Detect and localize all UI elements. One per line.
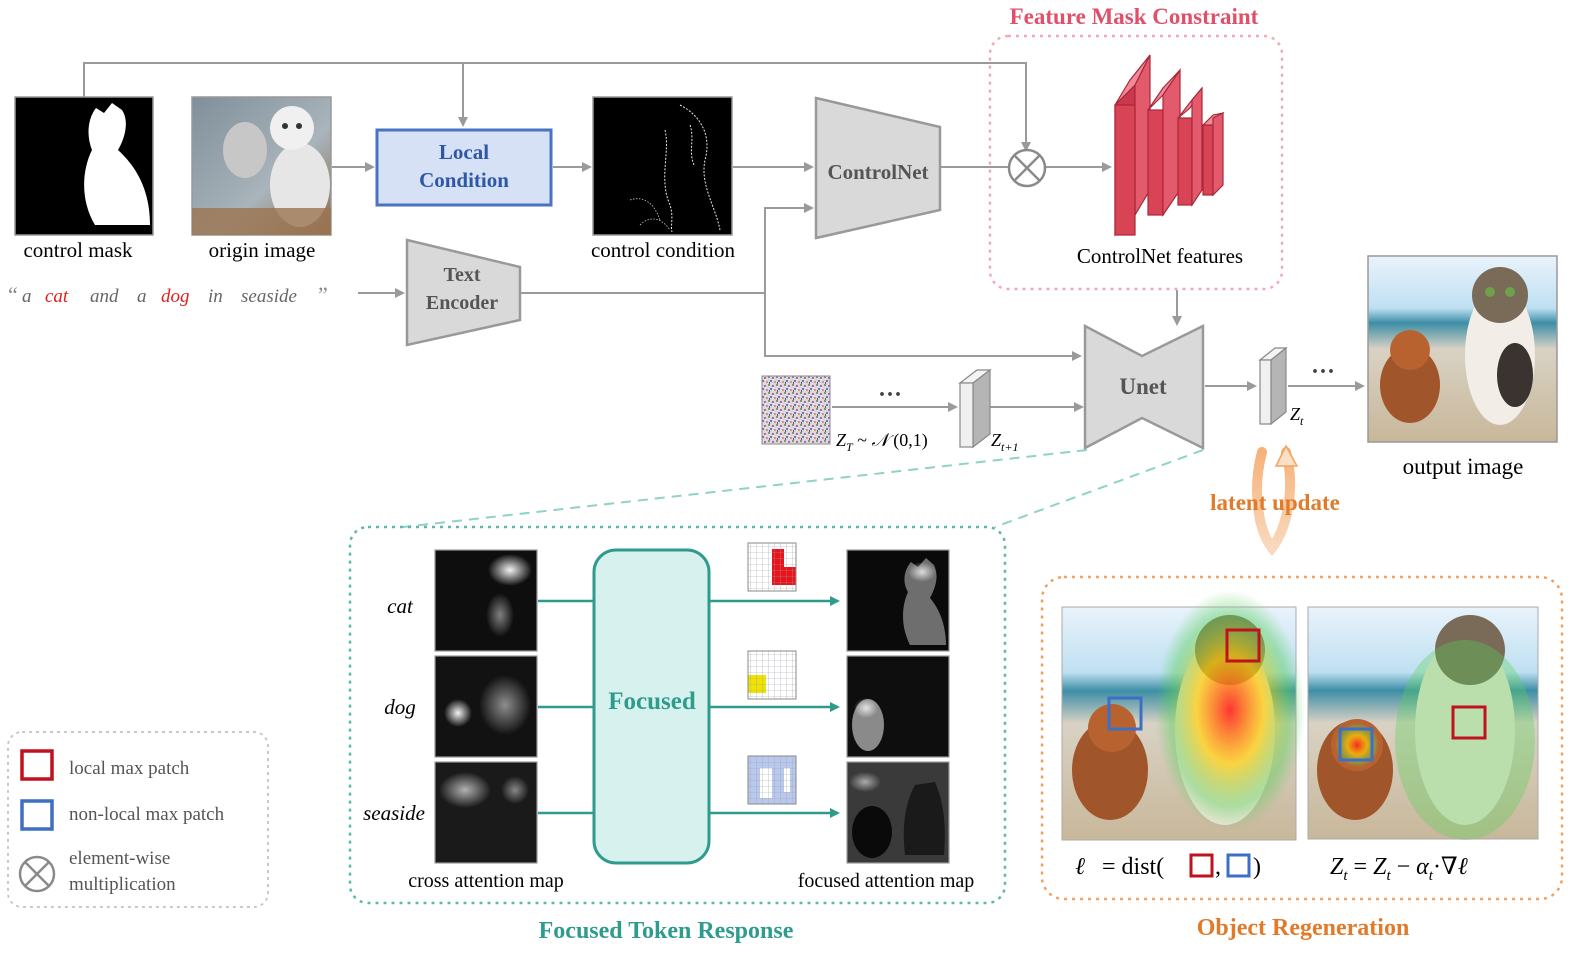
- loss-formula: ℓ = dist( , ): [1075, 853, 1261, 880]
- zT-distribution-label: ZT ~ 𝒩 (0,1): [836, 430, 928, 454]
- token-cat: cat: [387, 594, 414, 618]
- focused-attention-maps: [846, 549, 950, 864]
- legend-nonlocal-max: non-local max patch: [20, 799, 225, 831]
- patch-grid-icon-dog: [747, 650, 797, 700]
- svg-text:”: ”: [318, 282, 328, 307]
- svg-text:non-local max patch: non-local max patch: [69, 804, 225, 825]
- svg-text:in: in: [208, 286, 223, 307]
- object-regeneration-region: [1040, 575, 1564, 901]
- cross-attention-maps: [434, 549, 538, 864]
- text-encoder-block: Text Encoder: [405, 238, 522, 347]
- regeneration-image-right: [1307, 606, 1539, 840]
- svg-text:= dist(: = dist(: [1102, 854, 1164, 880]
- output-image-label: output image: [1403, 454, 1524, 479]
- focused-input-arrows: [538, 599, 594, 815]
- control-mask-image: [14, 96, 154, 236]
- feature-mask-constraint-region: [988, 34, 1284, 291]
- svg-text:a: a: [22, 286, 32, 307]
- svg-text:multiplication: multiplication: [69, 874, 176, 895]
- svg-text:cat: cat: [45, 286, 69, 307]
- zoom-lines: [402, 449, 1204, 528]
- local-max-patch-icon: [20, 749, 54, 781]
- svg-text:and: and: [90, 286, 119, 307]
- focused-output-arrows: [709, 596, 840, 818]
- focused-block: Focused: [592, 548, 711, 865]
- svg-text:Focused: Focused: [608, 688, 696, 715]
- feature-mask-constraint-title: Feature Mask Constraint: [1010, 4, 1259, 29]
- zt-label: Zt: [1290, 404, 1304, 428]
- controlnet-features-label: ControlNet features: [1077, 244, 1243, 268]
- patch-grid-icon-seaside: [747, 755, 797, 805]
- unet-block: Unet: [1083, 323, 1205, 451]
- svg-text:Text: Text: [443, 264, 480, 286]
- control-condition-image: [592, 96, 733, 236]
- patch-grid-icon-cat: [747, 542, 797, 592]
- control-mask-label: control mask: [23, 238, 133, 262]
- connector-lines: [83, 62, 1365, 412]
- svg-text:local max patch: local max patch: [69, 758, 190, 779]
- object-regeneration-title: Object Regeneration: [1197, 915, 1410, 941]
- svg-text:Condition: Condition: [419, 168, 509, 192]
- svg-text:ℓ: ℓ: [1075, 854, 1085, 880]
- control-condition-label: control condition: [591, 238, 736, 262]
- focused-attention-map-label: focused attention map: [798, 870, 975, 892]
- cross-attention-map-label: cross attention map: [408, 870, 564, 892]
- update-formula: Zt = Zt − αt·∇ℓ: [1330, 854, 1468, 884]
- svg-text:seaside: seaside: [241, 286, 297, 307]
- svg-text:a: a: [137, 286, 147, 307]
- controlnet-features-stack: [1114, 54, 1225, 237]
- focused-token-response-title: Focused Token Response: [539, 918, 794, 944]
- local-condition-block: Local Condition: [375, 128, 553, 207]
- origin-image: [191, 96, 332, 236]
- legend-elementwise: element-wise multiplication: [18, 848, 176, 895]
- svg-text:ControlNet: ControlNet: [827, 160, 928, 184]
- regeneration-image-left: [1061, 590, 1305, 841]
- token-seaside: seaside: [363, 801, 425, 825]
- nonlocal-max-patch-icon: [20, 799, 54, 831]
- dots-1: ···: [878, 382, 902, 408]
- zt1-label: Zt+1: [991, 430, 1018, 454]
- latent-zt1-block: [958, 368, 992, 449]
- latent-update-label: latent update: [1210, 490, 1340, 515]
- elementwise-multiply-legend-icon: [18, 855, 56, 893]
- svg-text:dog: dog: [161, 286, 190, 307]
- controlnet-block: ControlNet: [814, 96, 942, 240]
- svg-text:,: ,: [1215, 854, 1221, 880]
- elementwise-multiply-icon: [1007, 148, 1047, 188]
- latent-zt-block: [1258, 346, 1288, 426]
- svg-text:“: “: [8, 282, 18, 307]
- svg-text:Local: Local: [439, 140, 489, 164]
- origin-image-label: origin image: [209, 238, 316, 262]
- focused-token-response-region: [348, 525, 1007, 905]
- output-image: [1367, 255, 1558, 443]
- svg-text:Encoder: Encoder: [426, 292, 498, 314]
- noise-image: [761, 375, 831, 445]
- legend-box: [7, 731, 269, 908]
- latent-update-arrow: [1252, 444, 1299, 557]
- legend-local-max: local max patch: [20, 749, 190, 781]
- dots-2: ···: [1311, 359, 1335, 385]
- svg-text:element-wise: element-wise: [69, 848, 170, 869]
- svg-text:): ): [1253, 854, 1261, 880]
- token-dog: dog: [384, 695, 416, 719]
- svg-text:Unet: Unet: [1119, 374, 1167, 399]
- text-prompt: “ a cat and a dog in seaside ”: [8, 282, 328, 307]
